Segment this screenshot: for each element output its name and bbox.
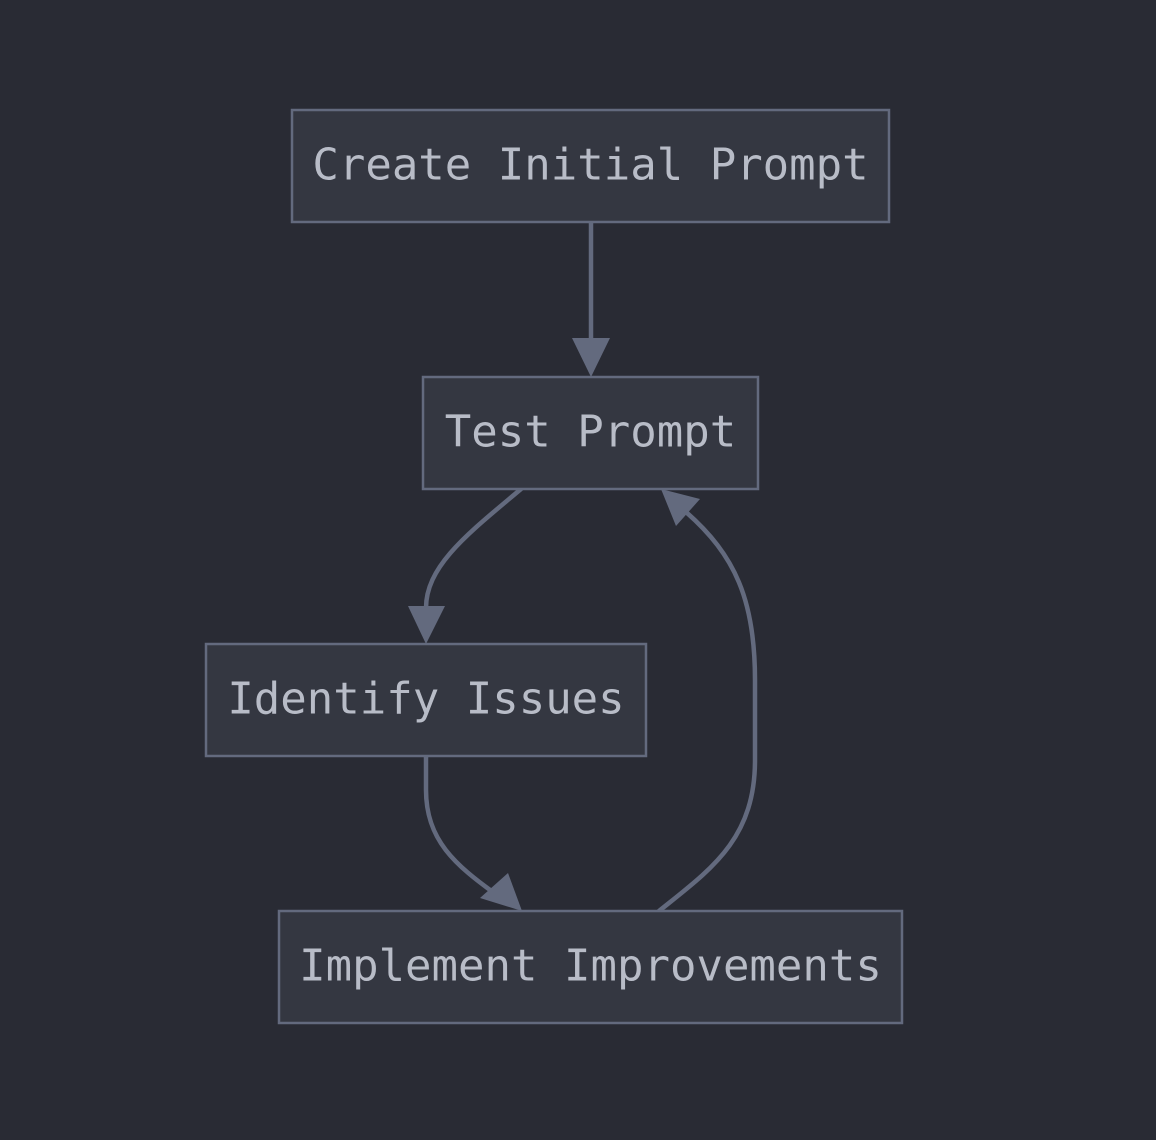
node-create-initial-prompt[interactable]: Create Initial Prompt (290, 108, 891, 224)
arrowhead-identify-top (408, 606, 445, 644)
arrowhead-test-top (572, 338, 610, 377)
edge-implement-to-test (656, 489, 758, 914)
arrowhead-test-bottom (661, 489, 700, 526)
node-identify-issues[interactable]: Identify Issues (204, 642, 648, 758)
node-implement-improvements[interactable]: Implement Improvements (277, 909, 904, 1025)
node-test-prompt[interactable]: Test Prompt (421, 375, 760, 491)
edge-identify-to-implement (423, 753, 522, 911)
node-label-identify-issues: Identify Issues (227, 674, 624, 725)
node-label-implement-improvements: Implement Improvements (299, 941, 882, 992)
node-label-create-initial-prompt: Create Initial Prompt (312, 140, 868, 191)
node-label-test-prompt: Test Prompt (445, 407, 736, 458)
edge-test-to-identify (408, 486, 524, 644)
arrowhead-implement-top (480, 873, 522, 911)
edge-create-to-test (572, 219, 610, 377)
